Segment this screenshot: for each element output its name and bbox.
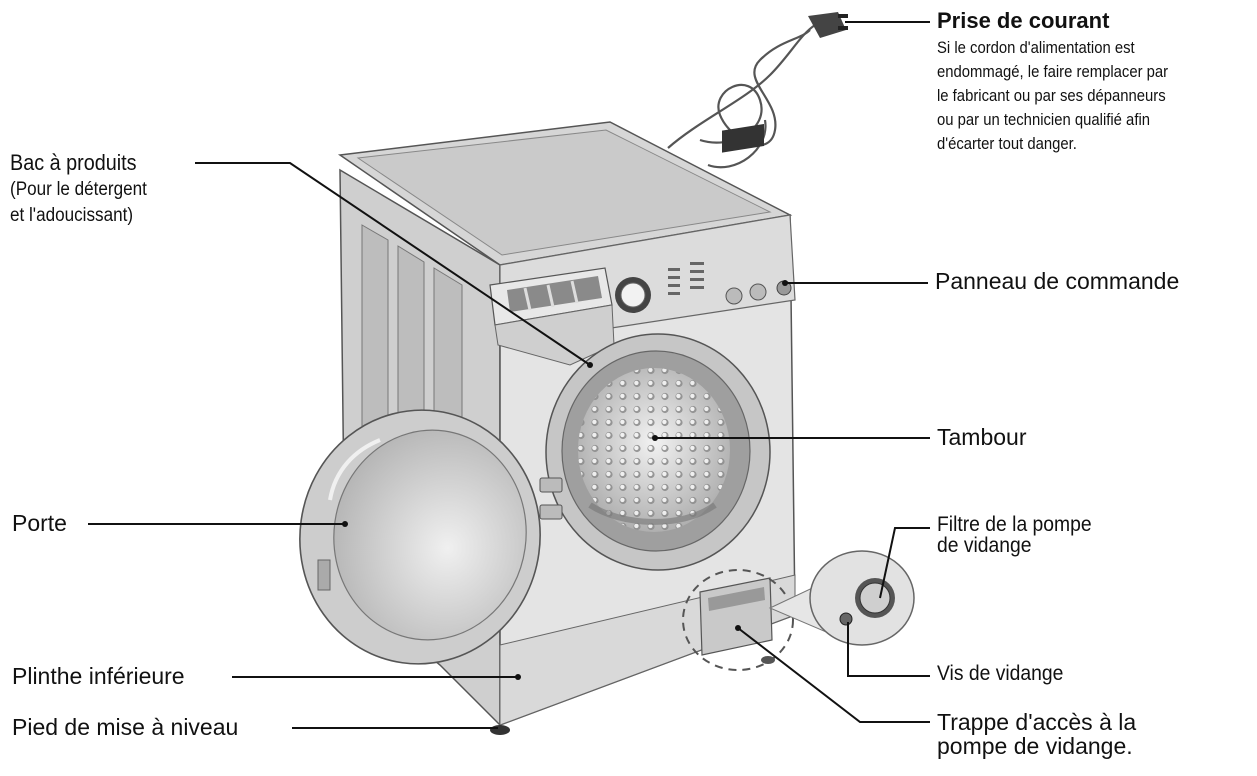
program-knob <box>615 277 651 313</box>
leveling-foot <box>490 656 775 735</box>
filtre-line: Filtre de la pompe <box>937 513 1092 536</box>
prise-desc-line: endommagé, le faire remplacer par <box>937 63 1169 82</box>
label-plinthe: Plinthe inférieure <box>12 663 185 689</box>
filtre-line: de vidange <box>937 534 1032 557</box>
label-trappe: Trappe d'accès à la pompe de vidange. <box>937 710 1136 758</box>
label-porte: Porte <box>12 510 67 536</box>
label-vis: Vis de vidange <box>937 662 1064 685</box>
label-prise: Prise de courant Si le cordon d'alimenta… <box>937 8 1194 157</box>
leader-dots <box>342 280 788 680</box>
label-panneau: Panneau de commande <box>935 268 1180 294</box>
label-bac: Bac à produits (Pour le détergent et l'a… <box>10 150 162 229</box>
filter-magnifier <box>768 550 915 646</box>
plug-icon <box>808 12 848 38</box>
door <box>299 409 541 665</box>
leader-lines <box>88 21 930 729</box>
prise-title: Prise de courant <box>937 8 1110 33</box>
trappe-line: pompe de vidange. <box>937 733 1133 760</box>
prise-desc-line: d'écarter tout danger. <box>937 134 1077 153</box>
bac-sub: (Pour le détergent et l'adoucissant) <box>10 177 147 228</box>
prise-desc-line: ou par un technicien qualifié afin <box>937 111 1151 130</box>
bac-sub-line: (Pour le détergent <box>10 179 147 201</box>
label-tambour: Tambour <box>937 424 1027 450</box>
label-pied: Pied de mise à niveau <box>12 714 239 740</box>
bac-title: Bac à produits <box>10 150 137 175</box>
drum <box>545 333 771 571</box>
control-display <box>668 123 792 305</box>
label-filtre: Filtre de la pompe de vidange <box>937 514 1092 556</box>
prise-desc-line: le fabricant ou par ses dépanneurs <box>937 87 1166 106</box>
prise-desc: Si le cordon d'alimentation est endommag… <box>937 37 1168 157</box>
prise-desc-line: Si le cordon d'alimentation est <box>937 39 1135 58</box>
drain-hatch <box>682 569 794 671</box>
trappe-line: Trappe d'accès à la <box>937 709 1137 735</box>
door-hinge <box>539 477 563 520</box>
detergent-drawer <box>489 267 615 366</box>
bac-sub-line: et l'adoucissant) <box>10 204 134 226</box>
